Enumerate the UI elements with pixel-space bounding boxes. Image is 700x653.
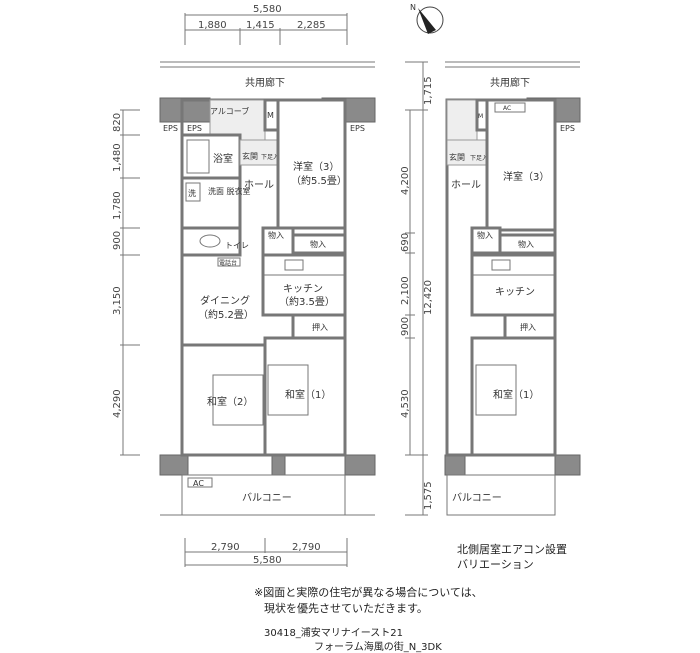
svg-text:3,150: 3,150 — [112, 286, 123, 315]
room-japanese-1 — [263, 336, 347, 457]
svg-text:アルコーブ: アルコーブ — [210, 106, 249, 116]
svg-text:EPS: EPS — [187, 124, 202, 133]
svg-text:1,480: 1,480 — [112, 143, 123, 172]
svg-text:洋室（3）: 洋室（3） — [293, 160, 339, 173]
svg-text:物入: 物入 — [268, 230, 284, 240]
left-side-dimensions: 820 1,480 1,780 900 3,150 4,290 — [112, 109, 140, 456]
svg-text:4,530: 4,530 — [400, 389, 411, 418]
svg-text:690: 690 — [400, 233, 411, 252]
svg-text:トイレ: トイレ — [225, 241, 249, 250]
svg-text:バルコニー: バルコニー — [452, 492, 502, 504]
svg-text:M B: M B — [478, 113, 489, 120]
right-room-japanese-1 — [470, 336, 557, 457]
svg-text:ホール: ホール — [451, 179, 481, 191]
right-corridor-label: 共用廊下 — [490, 76, 530, 89]
svg-text:和室（2）: 和室（2） — [207, 395, 253, 408]
svg-text:1,880: 1,880 — [198, 20, 227, 31]
right-balcony — [446, 474, 556, 516]
svg-text:（約5.5畳）: （約5.5畳） — [291, 174, 347, 187]
svg-text:900: 900 — [400, 317, 411, 336]
disclaimer-line1: ※図面と実際の住宅が異なる場合については、 — [254, 586, 483, 599]
left-corridor-label: 共用廊下 — [245, 76, 285, 89]
right-side-dimensions: 1,715 12,420 1,575 4,200 690 2,100 900 4… — [400, 61, 434, 516]
svg-text:EPS: EPS — [163, 124, 178, 133]
svg-text:（約3.5畳）: （約3.5畳） — [279, 295, 335, 308]
property-id-line1: 30418_浦安マリナイースト21 — [264, 628, 404, 639]
room-toilet — [180, 226, 242, 257]
svg-text:ダイニング: ダイニング — [200, 294, 250, 307]
svg-text:2,100: 2,100 — [400, 276, 411, 305]
disclaimer-line2: 現状を優先させていただきます。 — [264, 602, 428, 615]
svg-text:物入: 物入 — [477, 230, 493, 240]
svg-text:下足入: 下足入 — [261, 154, 279, 161]
room-washroom — [180, 176, 242, 230]
variation-caption-line1: 北側居室エアコン設置 — [457, 543, 567, 556]
variation-caption-line2: バリエーション — [457, 558, 534, 571]
right-room-kitchen — [470, 253, 557, 317]
north-compass-icon: N — [410, 3, 444, 34]
svg-text:玄関: 玄関 — [242, 151, 258, 161]
svg-text:820: 820 — [112, 113, 123, 132]
svg-text:12,420: 12,420 — [423, 280, 434, 315]
svg-text:バルコニー: バルコニー — [242, 492, 292, 504]
svg-text:物入: 物入 — [310, 239, 326, 249]
left-balcony — [181, 474, 346, 516]
svg-text:ホール: ホール — [244, 179, 274, 191]
svg-text:下足入: 下足入 — [470, 155, 488, 162]
svg-text:5,580: 5,580 — [253, 4, 282, 15]
svg-text:押入: 押入 — [520, 322, 536, 332]
svg-text:1,780: 1,780 — [112, 191, 123, 220]
svg-text:洋室（3）: 洋室（3） — [503, 170, 549, 183]
svg-text:2,285: 2,285 — [297, 20, 326, 31]
svg-text:4,290: 4,290 — [112, 389, 123, 418]
svg-text:和室（1）: 和室（1） — [285, 388, 331, 401]
property-id-line2: フォーラム海風の街_N_3DK — [314, 642, 442, 653]
svg-text:キッチン: キッチン — [283, 283, 323, 295]
svg-text:EPS: EPS — [350, 124, 365, 133]
svg-text:1,715: 1,715 — [423, 76, 434, 105]
svg-text:押入: 押入 — [312, 322, 328, 332]
svg-text:AC: AC — [193, 479, 204, 488]
svg-text:5,580: 5,580 — [253, 555, 282, 566]
svg-text:2,790: 2,790 — [292, 542, 321, 553]
room-bath — [180, 133, 242, 180]
svg-text:キッチン: キッチン — [495, 286, 535, 298]
right-room-western-3 — [485, 98, 557, 232]
svg-text:M B: M B — [267, 111, 282, 120]
svg-text:EPS: EPS — [560, 124, 575, 133]
svg-text:N: N — [410, 3, 416, 12]
svg-text:2,790: 2,790 — [211, 542, 240, 553]
svg-text:洗: 洗 — [188, 188, 196, 198]
svg-text:和室（1）: 和室（1） — [493, 388, 539, 401]
svg-text:AC: AC — [503, 105, 511, 112]
svg-text:（約5.2畳）: （約5.2畳） — [198, 308, 254, 321]
svg-text:洗面 脱衣室: 洗面 脱衣室 — [208, 186, 251, 196]
entrance — [239, 139, 279, 166]
left-bottom-dimensions: 2,790 2,790 5,580 — [184, 538, 348, 567]
svg-text:1,575: 1,575 — [423, 481, 434, 510]
svg-text:浴室: 浴室 — [213, 152, 233, 165]
room-western-3 — [276, 98, 347, 230]
left-top-dimensions: 5,580 1,880 1,415 2,285 — [184, 4, 348, 45]
svg-text:電話台: 電話台 — [219, 259, 237, 267]
svg-text:4,200: 4,200 — [400, 166, 411, 195]
right-ac-unit — [494, 102, 526, 113]
svg-text:1,415: 1,415 — [246, 20, 275, 31]
svg-text:玄関: 玄関 — [449, 152, 465, 162]
svg-text:900: 900 — [112, 231, 123, 250]
room-kitchen — [261, 253, 347, 317]
svg-text:物入: 物入 — [518, 239, 534, 249]
